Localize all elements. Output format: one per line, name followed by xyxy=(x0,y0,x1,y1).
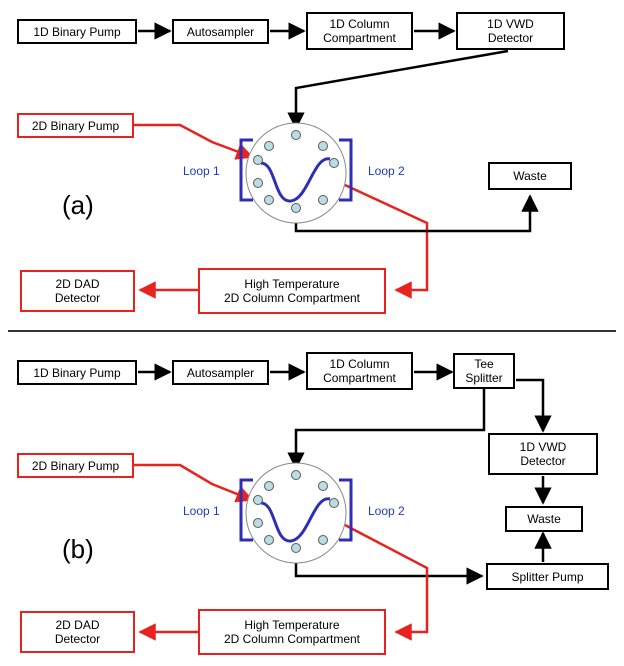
panel-b-label: (b) xyxy=(62,534,94,564)
arrow-b-valve-to-splitterpump xyxy=(294,554,484,585)
arrow-valve-to-column2d xyxy=(344,183,429,299)
b-loop2-label: Loop 2 xyxy=(368,504,405,518)
b-loop1-label: Loop 1 xyxy=(183,504,220,518)
a-loop1-label: Loop 1 xyxy=(183,164,220,178)
loop2-bracket xyxy=(339,478,353,542)
a-2d-dad-detector-box: 2D DAD Detector xyxy=(20,270,135,312)
b-splitter-pump-box: Splitter Pump xyxy=(486,563,609,590)
a-2d-column-compartment-box: High Temperature 2D Column Compartment xyxy=(198,268,386,314)
b-1d-binary-pump-box: 1D Binary Pump xyxy=(17,360,137,385)
a-waste-box: Waste xyxy=(488,162,572,190)
b-waste-box: Waste xyxy=(505,506,583,532)
arrow-b-tee-to-vwd xyxy=(516,378,552,433)
b-2d-binary-pump-box: 2D Binary Pump xyxy=(17,453,134,478)
a-autosampler-box: Autosampler xyxy=(172,19,269,44)
loop-connector xyxy=(260,157,331,203)
loop1-bracket xyxy=(239,478,253,542)
b-1d-column-compartment-box: 1D Column Compartment xyxy=(306,352,413,390)
loop1-bracket xyxy=(239,138,253,202)
a-1d-binary-pump-box: 1D Binary Pump xyxy=(17,19,137,44)
arrow-b-valve-to-column2d xyxy=(344,523,429,641)
loop-connector xyxy=(260,497,331,543)
arrow-pump2d-to-valve xyxy=(134,123,254,160)
arrow-b-tee-to-valve xyxy=(287,389,486,470)
b-autosampler-box: Autosampler xyxy=(172,360,269,385)
panel-a-connections xyxy=(134,22,539,299)
panel-a-label: (a) xyxy=(62,190,94,220)
valve-b xyxy=(239,462,353,564)
b-2d-dad-detector-box: 2D DAD Detector xyxy=(20,611,135,653)
arrow-b-pump2d-to-valve xyxy=(134,463,254,503)
b-2d-column-compartment-box: High Temperature 2D Column Compartment xyxy=(198,609,386,655)
b-tee-splitter-box: Tee Splitter xyxy=(453,353,515,389)
arrow-vwd-to-valve xyxy=(287,49,509,130)
a-2d-binary-pump-box: 2D Binary Pump xyxy=(17,113,134,138)
b-1d-vwd-detector-box: 1D VWD Detector xyxy=(488,433,598,475)
a-1d-vwd-detector-box: 1D VWD Detector xyxy=(456,12,565,50)
a-loop2-label: Loop 2 xyxy=(368,164,405,178)
loop2-bracket xyxy=(339,138,353,202)
a-1d-column-compartment-box: 1D Column Compartment xyxy=(306,12,413,50)
valve-a xyxy=(239,122,353,224)
